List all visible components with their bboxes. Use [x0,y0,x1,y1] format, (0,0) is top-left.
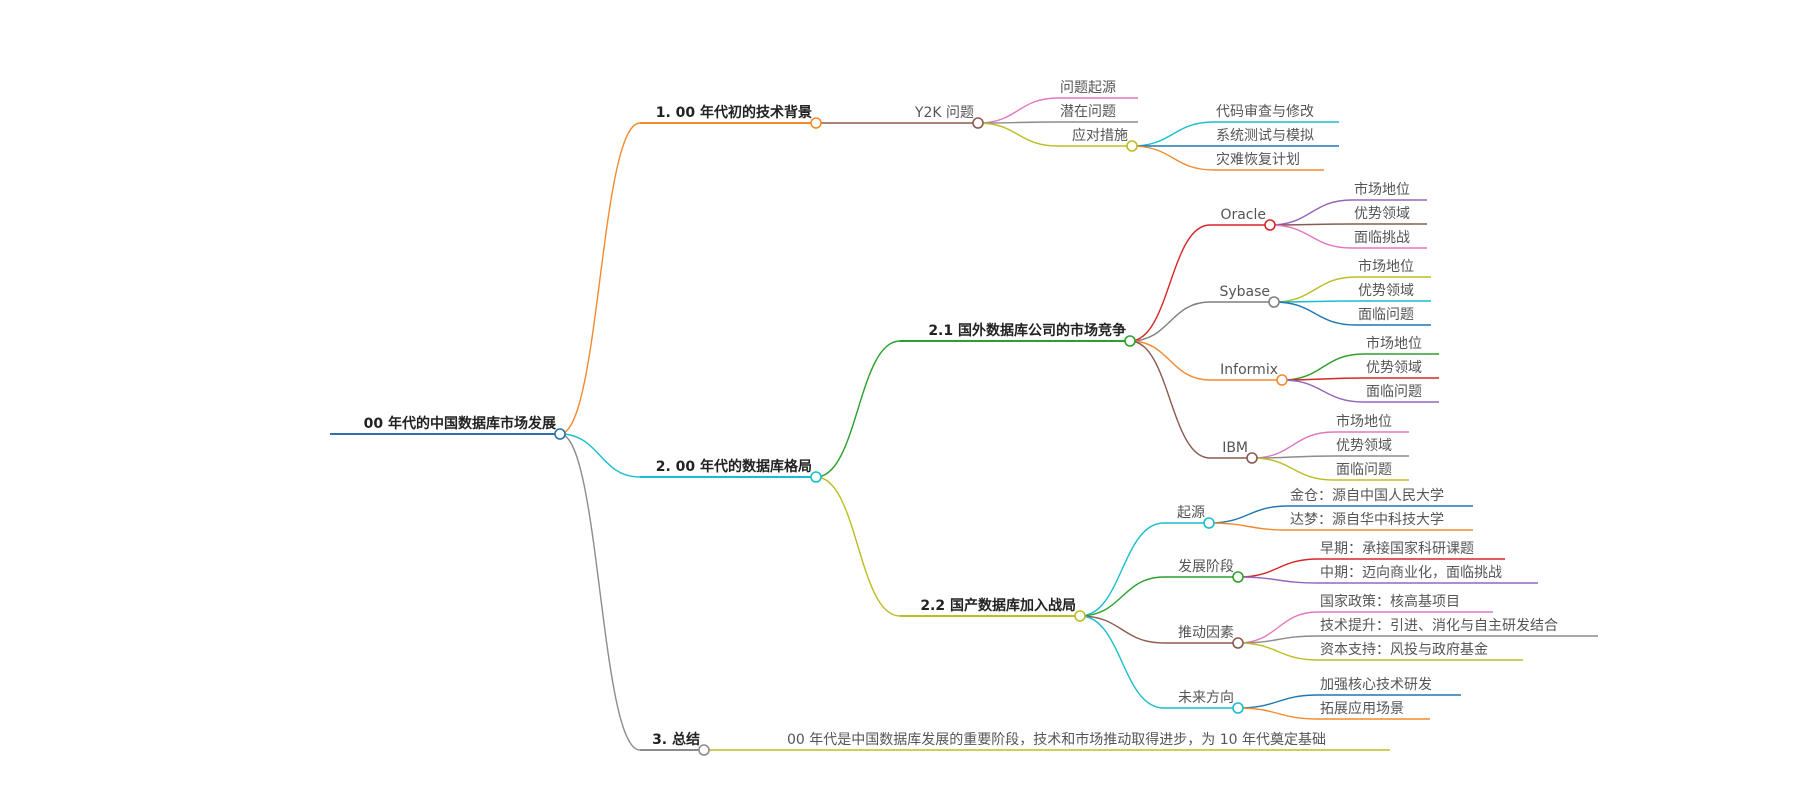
branches-1-children-0-children-0-connector [1129,224,1211,342]
branches-1-children-0-children-3-label: IBM [1222,440,1248,456]
branches-0-connector [559,122,641,435]
branches-2-label: 3. 总结 [652,731,700,748]
underline-layer [330,97,1598,751]
branches-1-children-1-children-3-children-1-label: 拓展应用场景 [1320,700,1404,717]
branches-1-children-1-children-3-children-1-connector [1237,707,1319,720]
branches-1-children-0-children-3-children-2-connector [1251,457,1335,481]
branches-1-children-0-children-1-children-2-label: 面临问题 [1358,307,1414,323]
branches-1-children-1-children-3-children-0-label: 加强核心技术研发 [1320,677,1432,693]
branches-1-children-0-children-1-connector [1129,301,1211,342]
branches-1-children-0-children-0-children-0-connector [1269,199,1353,226]
branches-1-children-1-children-0-children-0-connector [1208,505,1289,524]
branches-1-children-0-children-2-children-1-label: 优势领域 [1366,360,1422,376]
branches-1-children-0-children-0-children-2-connector [1269,224,1353,249]
branches-1-toggle[interactable] [810,471,822,483]
node-dot-layer [554,117,1288,756]
branches-2-toggle[interactable] [698,744,710,756]
branches-0-children-0-children-0-connector [977,97,1059,124]
branches-2-connector [559,433,641,751]
branches-1-children-1-children-0-toggle[interactable] [1203,517,1215,529]
branches-1-children-0-children-3-children-0-label: 市场地位 [1336,413,1392,430]
branches-1-children-1-children-2-children-0-connector [1237,611,1319,644]
branches-1-label: 2. 00 年代的数据库格局 [656,458,812,475]
branches-1-children-0-connector [815,340,901,478]
branches-1-children-0-label: 2.1 国外数据库公司的市场竞争 [928,322,1126,339]
branches-1-children-1-children-0-children-0-label: 金仓：源自中国人民大学 [1290,488,1444,504]
branches-1-children-0-children-0-children-1-label: 优势领域 [1354,206,1410,222]
branches-1-children-0-children-0-toggle[interactable] [1264,219,1276,231]
branches-1-children-1-children-2-children-0-label: 国家政策：核高基项目 [1320,593,1460,610]
branches-1-children-0-children-2-connector [1129,340,1211,381]
branches-1-children-0-children-1-label: Sybase [1219,284,1270,300]
branches-1-children-0-toggle[interactable] [1124,335,1136,347]
branches-1-children-1-children-3-connector [1079,615,1165,709]
branches-1-children-0-children-2-label: Informix [1220,362,1278,378]
branches-1-children-0-children-2-toggle[interactable] [1276,374,1288,386]
branches-0-toggle[interactable] [810,117,822,129]
root-toggle[interactable] [554,428,566,440]
branches-1-children-0-children-2-children-2-label: 面临问题 [1366,384,1422,400]
branches-1-children-1-children-1-children-0-connector [1237,558,1319,578]
branches-1-children-1-children-1-children-1-connector [1237,576,1319,584]
branches-1-children-1-connector [815,476,901,617]
branches-0-children-0-children-2-children-0-connector [1131,121,1215,147]
branches-1-children-0-children-1-children-2-connector [1273,301,1357,326]
branches-1-children-0-children-3-connector [1129,340,1211,459]
branches-1-children-0-children-0-children-2-label: 面临挑战 [1354,230,1410,246]
branches-1-children-1-children-2-children-2-connector [1237,642,1319,661]
branches-1-children-1-label: 2.2 国产数据库加入战局 [920,597,1076,614]
branches-0-children-0-children-2-toggle[interactable] [1126,140,1138,152]
branches-1-children-0-children-2-children-0-label: 市场地位 [1366,335,1422,352]
branches-1-children-1-children-0-children-1-connector [1208,522,1289,531]
branches-0-children-0-children-2-children-2-connector [1131,145,1215,171]
branches-1-children-0-children-0-label: Oracle [1220,207,1266,223]
branches-1-children-1-children-1-connector [1079,576,1165,617]
branches-2-children-0-label: 00 年代是中国数据库发展的重要阶段，技术和市场推动取得进步，为 10 年代奠定… [787,731,1326,748]
branches-0-children-0-children-1-label: 潜在问题 [1060,104,1116,120]
branches-1-children-1-children-2-children-1-label: 技术提升：引进、消化与自主研发结合 [1320,618,1558,634]
branches-1-children-1-children-3-label: 未来方向 [1178,690,1234,706]
branches-1-children-0-children-3-children-1-label: 优势领域 [1336,438,1392,454]
branches-1-children-1-children-2-label: 推动因素 [1178,625,1234,641]
branches-1-children-1-children-0-connector [1079,522,1165,617]
branches-1-children-0-children-0-children-0-label: 市场地位 [1354,181,1410,198]
branches-1-children-1-children-0-label: 起源 [1177,505,1205,521]
branches-1-children-1-children-3-children-0-connector [1237,694,1319,709]
branches-1-children-1-children-1-label: 发展阶段 [1178,559,1234,575]
connector-layer [559,97,1365,751]
branches-1-children-0-children-3-children-0-connector [1251,431,1335,459]
branches-1-children-0-children-3-children-2-label: 面临问题 [1336,462,1392,478]
branches-1-children-0-children-2-children-0-connector [1281,353,1365,381]
branches-1-children-0-children-3-toggle[interactable] [1246,452,1258,464]
branches-1-children-0-children-1-children-1-label: 优势领域 [1358,283,1414,299]
branches-1-children-0-children-1-toggle[interactable] [1268,296,1280,308]
label-layer: 00 年代的中国数据库市场发展 1. 00 年代初的技术背景 Y2K 问题 问题起源潜… [364,80,1558,748]
branches-0-children-0-children-2-children-0-label: 代码审查与修改 [1216,104,1314,120]
branches-1-children-1-children-2-children-2-label: 资本支持：风投与政府基金 [1320,641,1488,658]
branches-0-children-0-children-2-connector [977,122,1059,147]
branches-0-children-0-children-0-label: 问题起源 [1060,80,1116,96]
branches-1-children-0-children-1-children-0-connector [1273,276,1357,303]
branches-0-children-0-label: Y2K 问题 [914,105,974,121]
branches-0-label: 1. 00 年代初的技术背景 [656,104,812,121]
branches-1-children-1-children-1-children-1-label: 中期：迈向商业化，面临挑战 [1320,565,1502,581]
branches-1-children-1-toggle[interactable] [1074,610,1086,622]
branches-1-connector [559,433,641,478]
branches-1-children-1-children-3-toggle[interactable] [1232,702,1244,714]
branches-1-children-1-children-2-toggle[interactable] [1232,637,1244,649]
branches-1-children-1-children-1-toggle[interactable] [1232,571,1244,583]
root-label: 00 年代的中国数据库市场发展 [364,415,556,432]
branches-0-children-0-toggle[interactable] [972,117,984,129]
branches-0-children-0-children-2-children-2-label: 灾难恢复计划 [1216,151,1300,168]
branches-1-children-0-children-2-children-2-connector [1281,379,1365,403]
branches-1-children-1-children-2-connector [1079,615,1165,644]
branches-1-children-0-children-1-children-0-label: 市场地位 [1358,258,1414,275]
branches-0-children-0-children-2-label: 应对措施 [1072,127,1128,144]
branches-1-children-1-children-0-children-1-label: 达梦：源自华中科技大学 [1290,512,1444,528]
branches-0-children-0-children-2-children-1-label: 系统测试与模拟 [1216,128,1314,144]
branches-1-children-1-children-1-children-0-label: 早期：承接国家科研课题 [1320,540,1474,557]
